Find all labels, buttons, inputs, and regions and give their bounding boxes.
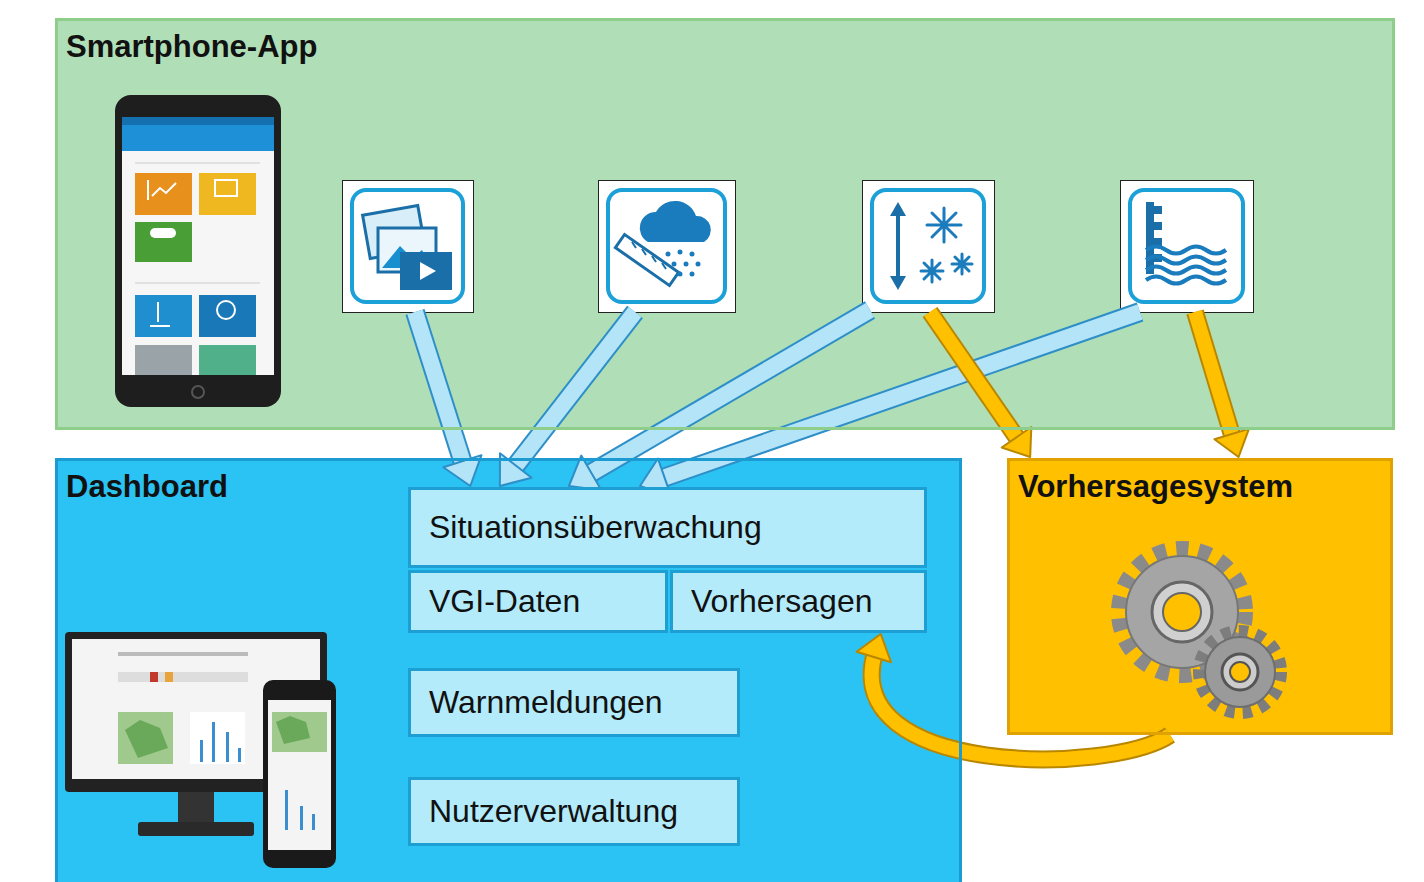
arrow-outline: [930, 312, 1019, 441]
dashboard-panel: DashboardSituationsüberwachungVGI-Daten V…: [55, 458, 962, 882]
module-box: VGI-Daten: [408, 570, 668, 633]
box-label: Situationsüberwachung: [429, 509, 762, 546]
arrow-body: [415, 312, 464, 466]
arrow-body: [930, 312, 1019, 441]
panel-heading: Smartphone-App: [66, 29, 317, 65]
arrow-body: [660, 312, 1140, 479]
box-label: Warnmeldungen: [429, 684, 663, 721]
box-label: VGI-Daten: [429, 583, 580, 620]
panel-heading: Dashboard: [66, 469, 228, 505]
panel-heading: Vorhersagesystem: [1018, 469, 1293, 505]
arrow-body: [872, 652, 1170, 759]
panel-fill: [55, 18, 1395, 430]
arrow-outline: [1195, 312, 1233, 439]
forecast-flow-arrow: [930, 312, 1031, 457]
smartphone-illustration: [115, 95, 281, 407]
module-box: Warnmeldungen: [408, 668, 740, 737]
snow-depth-icon: [863, 181, 995, 313]
media-icon: [343, 181, 474, 313]
forecast-flow-arrow: [857, 634, 1170, 759]
forecast-flow-arrow: [1195, 312, 1249, 457]
data-flow-arrow: [640, 312, 1140, 496]
module-box: Situationsüberwachung: [408, 487, 927, 568]
arrow-head: [1002, 427, 1032, 457]
arrow-outline: [660, 312, 1140, 479]
forecast-panel: Vorhersagesystem: [1007, 458, 1393, 735]
app-panel: Smartphone-App: [55, 18, 1395, 430]
precipitation-icon: [599, 181, 736, 313]
arrow-body: [513, 312, 635, 470]
dashboard-devices-illustration: [65, 632, 336, 868]
arrow-outline: [513, 312, 635, 470]
arrow-outline: [415, 312, 464, 466]
module-box: Vorhersagen: [670, 570, 927, 633]
arrow-head: [1214, 429, 1248, 457]
box-label: Nutzerverwaltung: [429, 793, 678, 830]
panel-fill: [1007, 458, 1393, 735]
gears-illustration: [1120, 550, 1280, 712]
water-level-icon: [1121, 181, 1254, 313]
panel-fill: [55, 458, 962, 882]
box-label: Vorhersagen: [691, 583, 872, 620]
arrow-outline: [872, 652, 1170, 759]
arrow-body: [1195, 312, 1233, 439]
module-box: Nutzerverwaltung: [408, 777, 740, 846]
arrow-head: [857, 634, 891, 662]
